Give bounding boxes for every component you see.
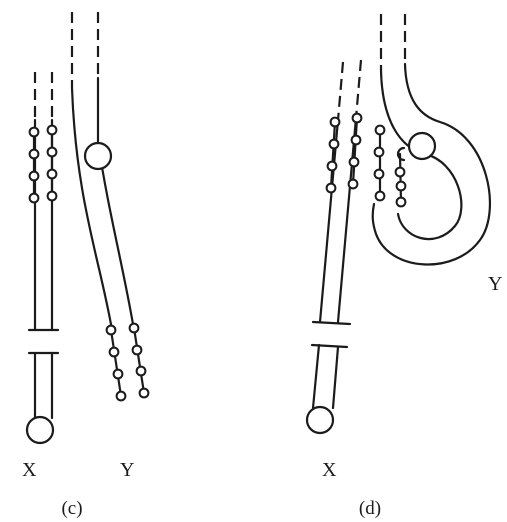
panel-d-y-loop-outer-edge [373, 64, 490, 264]
panel-d: X Y (d) [307, 14, 502, 519]
panel-c-y-centromere [85, 143, 111, 169]
panel-d-y-centromere [409, 133, 435, 159]
panel-d-chromosome-y [373, 14, 490, 264]
panel-d-chromosome-x [307, 60, 361, 433]
panel-c-x-lower-shaft [35, 353, 52, 418]
panel-d-x-lower-shaft [313, 345, 338, 408]
panel-c-x-terminal-knob [27, 417, 53, 443]
panel-d-x-upper-shaft [320, 118, 356, 322]
panel-d-caption: (d) [359, 498, 381, 519]
panel-c-label-y: Y [120, 459, 134, 481]
panel-d-label-y: Y [488, 273, 502, 295]
panel-c-y-bead-strands [107, 324, 149, 401]
panel-d-label-x: X [322, 459, 337, 481]
panel-c-caption: (c) [61, 498, 82, 519]
panel-d-x-terminal-knob [307, 407, 333, 433]
panel-c-label-x: X [22, 459, 37, 481]
panel-c-x-bead-strands [30, 126, 57, 203]
panel-d-x-break-bottom [312, 345, 347, 347]
panel-c: X Y (c) [22, 12, 148, 519]
panel-d-x-dashed-ends [338, 60, 361, 120]
panel-c-chromosome-x [27, 72, 58, 443]
panel-c-y-dashed-ends [72, 12, 98, 88]
panel-c-x-dashed-ends [35, 72, 52, 120]
panel-d-y-dashed-ends [381, 14, 405, 70]
panel-c-chromosome-y [72, 12, 148, 400]
panel-d-x-bead-strands [327, 114, 362, 193]
panel-d-x-break-top [313, 322, 350, 324]
panel-c-y-left-edge [72, 88, 112, 330]
